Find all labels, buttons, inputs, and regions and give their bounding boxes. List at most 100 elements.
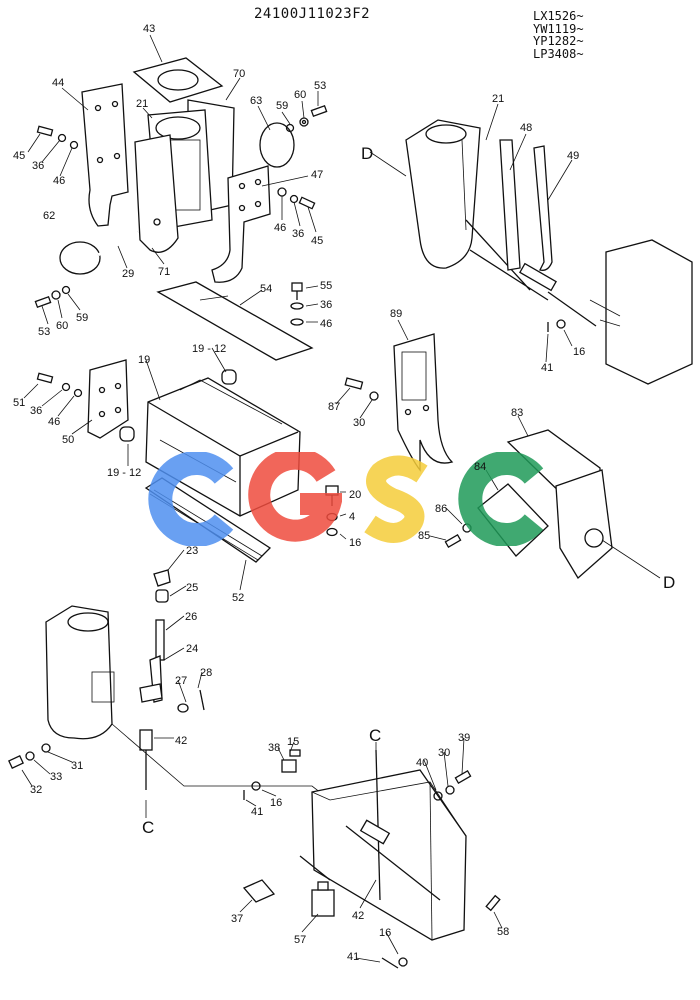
callout-25: 25: [186, 582, 199, 594]
callout-83: 83: [511, 407, 524, 419]
callout-32: 32: [30, 784, 43, 796]
callout-28: 28: [200, 667, 213, 679]
callout-41: 41: [251, 806, 264, 818]
callout-4: 4: [349, 511, 356, 523]
callout-29: 29: [122, 268, 135, 280]
callout-36: 36: [32, 160, 45, 172]
callout-86: 86: [435, 503, 448, 515]
cover-disc: [59, 241, 101, 275]
grommet: [153, 569, 171, 587]
cover-disc: [259, 122, 295, 168]
callout-26: 26: [185, 611, 198, 623]
callout-49: 49: [567, 150, 580, 162]
callout-C: C: [369, 726, 382, 745]
callout-16: 16: [349, 537, 362, 549]
callout-46: 46: [274, 222, 287, 234]
callout-30: 30: [353, 417, 366, 429]
callout-57: 57: [294, 934, 307, 946]
serial-range: LX1526~: [533, 9, 584, 23]
watermark-letter-g-icon: [248, 452, 342, 542]
callout-60: 60: [56, 320, 69, 332]
callout-19-12: 19 - 12: [192, 343, 227, 355]
bolt-set: [34, 285, 71, 309]
callout-40: 40: [416, 757, 429, 769]
switch: [311, 889, 335, 917]
callout-60: 60: [294, 89, 307, 101]
serial-range: YP1282~: [533, 34, 584, 48]
callout-36: 36: [30, 405, 43, 417]
front-plate: [134, 134, 179, 253]
cable-clamp: [242, 879, 276, 903]
callout-30: 30: [438, 747, 451, 759]
callout-36: 36: [320, 299, 333, 311]
callout-46: 46: [48, 416, 61, 428]
callout-47: 47: [311, 169, 324, 181]
callout-15: 15: [287, 736, 300, 748]
callout-85: 85: [418, 530, 431, 542]
callout-D: D: [361, 144, 374, 163]
hinge-bracket: [393, 333, 454, 472]
callout-41: 41: [347, 951, 360, 963]
callout-71: 71: [158, 266, 171, 278]
callout-37: 37: [231, 913, 244, 925]
callout-21: 21: [492, 93, 505, 105]
callout-45: 45: [13, 150, 26, 162]
top-plate: [132, 57, 224, 103]
callout-84: 84: [474, 461, 487, 473]
callout-16: 16: [379, 927, 392, 939]
callout-87: 87: [328, 401, 341, 413]
callout-53: 53: [38, 326, 51, 338]
callout-31: 31: [71, 760, 84, 772]
callout-33: 33: [50, 771, 63, 783]
callout-59: 59: [76, 312, 89, 324]
callout-46: 46: [53, 175, 66, 187]
dash-panel: [605, 239, 693, 385]
bolt-set: [277, 187, 316, 210]
callout-16: 16: [573, 346, 586, 358]
spacer: [119, 426, 135, 442]
callout-51: 51: [13, 397, 26, 409]
cable-bracket-assembly: [239, 737, 503, 969]
callout-50: 50: [62, 434, 75, 446]
clip: [281, 759, 297, 773]
serial-range: LP3408~: [533, 46, 584, 61]
watermark-letter-s-icon: [364, 455, 428, 543]
bolt-set: [36, 125, 79, 150]
callout-19: 19: [138, 354, 151, 366]
callout-70: 70: [233, 68, 246, 80]
callout-C: C: [142, 818, 155, 837]
pin: [155, 619, 165, 661]
callout-16: 16: [270, 797, 283, 809]
support-plate: [156, 281, 314, 361]
callout-62: 62: [43, 210, 56, 222]
callout-D: D: [663, 573, 676, 592]
spacer: [221, 369, 237, 385]
callout-52: 52: [232, 592, 245, 604]
callout-48: 48: [520, 122, 533, 134]
hinge-bracket-assembly: [335, 319, 454, 472]
callout-45: 45: [311, 235, 324, 247]
callout-27: 27: [175, 675, 188, 687]
column-housing-assembly: [27, 34, 328, 325]
column-housing: [405, 119, 481, 269]
callout-38: 38: [268, 742, 281, 754]
drawing-number: 24100J11023F2: [254, 6, 371, 22]
callout-41: 41: [541, 362, 554, 374]
serial-ranges: LX1526~ YW1119~ YP1282~ LP3408~: [533, 10, 584, 60]
callout-58: 58: [497, 926, 510, 938]
callout-89: 89: [390, 308, 403, 320]
left-bracket: [81, 83, 129, 227]
callout-42: 42: [175, 735, 188, 747]
callout-63: 63: [250, 95, 263, 107]
callout-42: 42: [352, 910, 365, 922]
serial-range: YW1119~: [533, 21, 584, 36]
watermark-letter-c-icon: [148, 452, 234, 546]
watermark-letter-c-icon: [458, 452, 544, 546]
callout-23: 23: [186, 545, 199, 557]
callout-59: 59: [276, 100, 289, 112]
callout-36: 36: [292, 228, 305, 240]
callout-39: 39: [458, 732, 471, 744]
column-shaft-assembly: [369, 103, 693, 385]
nut: [155, 589, 169, 603]
